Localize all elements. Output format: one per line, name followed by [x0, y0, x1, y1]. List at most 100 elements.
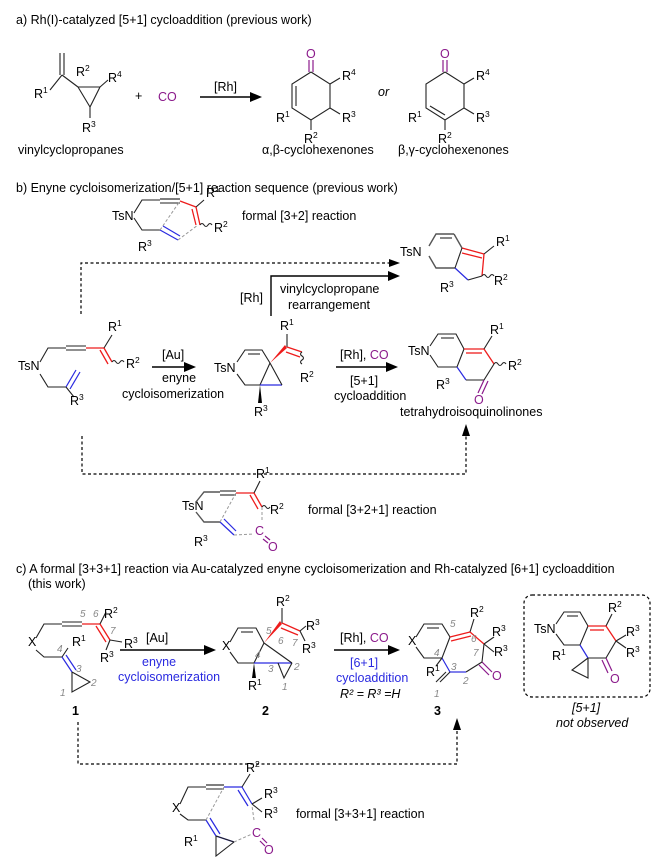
tsn-label: TsN — [400, 245, 422, 259]
r1-label: R1 — [34, 85, 48, 101]
oxygen-label: O — [306, 47, 316, 61]
product-label: tetrahydroisoquinolinones — [400, 405, 542, 419]
tsn-label: TsN — [214, 361, 236, 375]
formal-331-transition-structure: X C O R2 R3 R3 R1 — [172, 759, 278, 858]
r1-label: R1 — [426, 663, 440, 679]
cyclo-line2: cycloaddition — [336, 671, 408, 685]
atom-number-6: 6 — [471, 634, 477, 645]
dashed-arrow-to-compound-3 — [77, 718, 461, 765]
r2-label: R2 — [276, 593, 290, 609]
tsn-label: TsN — [182, 499, 204, 513]
r3-label-a: R3 — [626, 623, 640, 639]
r3-label-a: R3 — [492, 623, 506, 639]
r4-label: R4 — [342, 67, 356, 83]
atom-number-3: 3 — [76, 664, 82, 675]
rh-co-label: [Rh], CO — [340, 631, 389, 645]
atom-number-7: 7 — [110, 626, 116, 637]
formal-321-transition-structure: TsN C O R1 R2 R3 — [182, 465, 284, 554]
r1-label: R1 — [496, 233, 510, 249]
r2-label: R2 — [104, 605, 118, 621]
r2-label: R2 — [470, 604, 484, 620]
atom-number-3: 3 — [268, 664, 274, 675]
r3-label: R3 — [70, 392, 84, 408]
r1-label: R1 — [490, 321, 504, 337]
rh-label: [Rh] — [240, 291, 263, 305]
r3-label-a: R3 — [124, 635, 138, 651]
r3-label-b: R3 — [626, 644, 640, 660]
au-arrow — [152, 362, 196, 372]
r2-label: R2 — [126, 355, 140, 371]
r3-label-b: R3 — [494, 643, 508, 659]
oxygen-label: O — [610, 672, 620, 686]
cyclo-line2: cycloaddition — [334, 389, 406, 403]
r3-label: R3 — [342, 109, 356, 125]
atom-number-3: 3 — [451, 662, 457, 673]
bicyclic-intermediate-structure: TsN R1 R2 R3 — [214, 317, 314, 419]
atom-number-2: 2 — [462, 676, 469, 687]
au-label: [Au] — [162, 348, 184, 362]
vcp-line1: vinylcyclopropane — [280, 282, 379, 296]
r4-label: R4 — [108, 69, 122, 85]
atom-number-7: 7 — [473, 648, 479, 659]
atom-number-6: 6 — [93, 609, 99, 620]
not-observed-box: TsN R2 R3 R3 R1 O — [523, 594, 651, 698]
vcp-rearrangement-arrow — [270, 271, 400, 316]
r2-label: R2 — [76, 63, 90, 79]
x-label: X — [222, 639, 231, 653]
atom-number-4: 4 — [57, 644, 63, 655]
r2-label: R2 — [494, 272, 508, 288]
r2-label: R2 — [508, 357, 522, 373]
vinylcyclopropane-structure: R1 R2 R4 R3 — [34, 53, 122, 135]
vcp-line2: rearrangement — [288, 298, 371, 312]
panel-c-header-line2: (this work) — [28, 577, 86, 591]
rh-co-label: [Rh], CO — [340, 348, 389, 362]
panel-a-header: a) Rh(I)-catalyzed [5+1] cycloaddition (… — [16, 13, 312, 27]
tetrahydroisoquinolinone-structure: TsN R1 R2 R3 O — [408, 321, 522, 407]
r3-label: R3 — [436, 376, 450, 392]
tsn-label: TsN — [408, 344, 430, 358]
oxygen-label: O — [264, 843, 274, 857]
formal-32-label: formal [3+2] reaction — [242, 209, 356, 223]
r1-label: R1 — [206, 184, 220, 200]
r2-label: R2 — [438, 130, 452, 146]
product2-label: β,γ-cyclohexenones — [398, 143, 509, 157]
r2-label: R2 — [300, 369, 314, 385]
r3-label: R3 — [476, 109, 490, 125]
panel-c-header-line1: c) A formal [3+3+1] reaction via Au-cata… — [16, 562, 615, 576]
compound-2-structure: X R2 R3 R3 R1 5 6 7 4 3 2 1 — [222, 593, 320, 693]
enyne-line2: cycloisomerization — [122, 387, 224, 401]
dashed-arrow-to-32-product — [80, 259, 400, 314]
tsn-label: TsN — [18, 359, 40, 373]
oxygen-label: O — [492, 669, 502, 683]
r3-label: R3 — [82, 119, 96, 135]
r4-label: R4 — [476, 67, 490, 83]
r2-label: R2 — [246, 759, 260, 775]
compound-2-label: 2 — [262, 704, 269, 718]
r2-label: R2 — [608, 599, 622, 615]
condition-label: R² = R³ =H — [340, 687, 401, 701]
oxygen-label: O — [268, 540, 278, 554]
x-label: X — [408, 634, 417, 648]
or-label: or — [378, 85, 390, 99]
ab-cyclohexenone-structure: O R4 R1 R3 R2 — [276, 47, 356, 146]
cyclo-line1: [5+1] — [350, 374, 378, 388]
r3-label-b: R3 — [100, 649, 114, 665]
au-arrow-c — [120, 645, 216, 655]
r1-label: R1 — [256, 465, 270, 481]
rh-co-arrow — [336, 362, 398, 372]
atom-number-7: 7 — [292, 638, 298, 649]
co-reagent: CO — [158, 90, 177, 104]
carbon-label: C — [255, 524, 264, 538]
atom-number-2: 2 — [293, 662, 300, 673]
r2-label: R2 — [270, 501, 284, 517]
atom-number-2: 2 — [90, 678, 97, 689]
atom-number-5: 5 — [80, 609, 86, 620]
not-observed-line1: [5+1] — [571, 701, 601, 715]
r3-label: R3 — [440, 279, 454, 295]
atom-number-4: 4 — [434, 648, 440, 659]
atom-number-5: 5 — [450, 619, 456, 630]
r2-label: R2 — [304, 130, 318, 146]
panel-b-header: b) Enyne cycloisomerization/[5+1] reacti… — [16, 181, 398, 195]
enyne-line1: enyne — [162, 371, 196, 385]
